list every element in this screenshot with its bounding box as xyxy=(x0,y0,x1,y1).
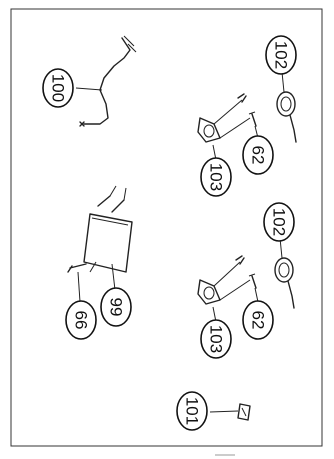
callout-102-lower: 102 xyxy=(263,202,295,242)
callout-102-upper: 102 xyxy=(265,35,297,75)
part-101-connector xyxy=(237,403,251,421)
callout-103-upper: 103 xyxy=(200,157,232,197)
callout-101: 101 xyxy=(176,391,208,431)
part-102-speaker-upper xyxy=(276,91,297,143)
svg-text:62: 62 xyxy=(249,311,268,330)
part-62-screw-lower xyxy=(248,273,257,289)
svg-text:62: 62 xyxy=(249,146,268,165)
leader-62-lower xyxy=(254,287,259,303)
svg-text:103: 103 xyxy=(207,325,226,353)
part-100-cable xyxy=(79,35,137,127)
svg-text:66: 66 xyxy=(72,311,91,330)
part-103-bracket-lower xyxy=(197,255,251,305)
svg-text:99: 99 xyxy=(107,298,126,317)
svg-text:102: 102 xyxy=(270,208,289,236)
leader-100 xyxy=(75,87,103,91)
svg-text:100: 100 xyxy=(49,74,68,102)
callout-62-lower: 62 xyxy=(242,300,274,340)
part-103-bracket-upper xyxy=(197,93,251,143)
callout-103-lower: 103 xyxy=(200,319,232,359)
leader-99 xyxy=(111,263,116,291)
svg-text:101: 101 xyxy=(183,397,202,425)
part-102-speaker-lower xyxy=(274,257,295,309)
leader-102-upper xyxy=(281,71,285,93)
svg-text:103: 103 xyxy=(207,163,226,191)
page-border xyxy=(10,8,323,447)
leader-66 xyxy=(77,271,81,303)
callout-100: 100 xyxy=(42,68,74,108)
callout-99: 99 xyxy=(100,287,132,327)
part-66-screws xyxy=(67,185,127,273)
callout-66: 66 xyxy=(65,300,97,340)
part-99-panel xyxy=(83,213,133,273)
part-62-screw-upper xyxy=(248,111,257,127)
leader-101 xyxy=(209,410,239,413)
callout-62-upper: 62 xyxy=(242,135,274,175)
svg-text:102: 102 xyxy=(272,41,291,69)
